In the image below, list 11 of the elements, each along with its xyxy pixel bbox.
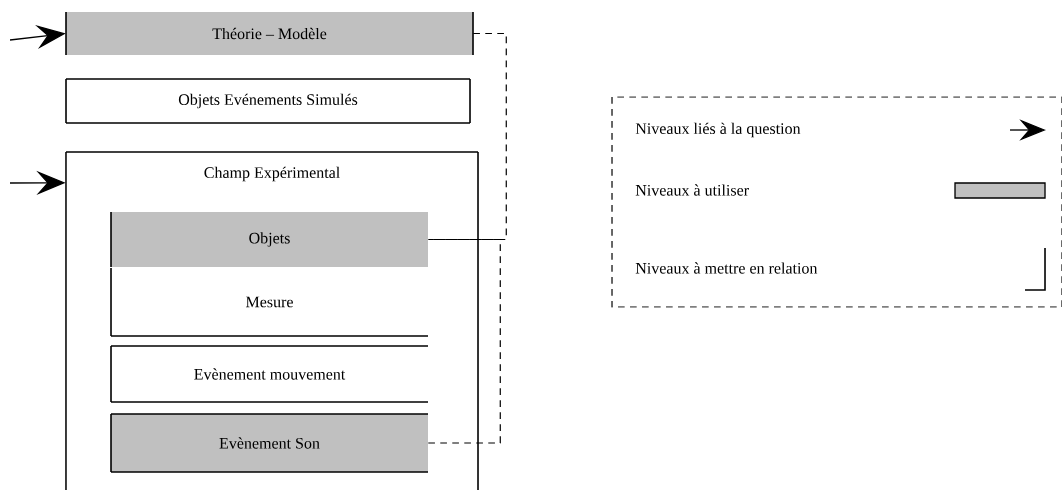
legend-text: Niveaux liés à la question <box>635 122 801 138</box>
level-box: Evènement mouvement <box>110 345 429 403</box>
legend-text: Niveaux à utiliser <box>635 184 749 196</box>
level-box: Théorie – Modèle <box>65 11 474 56</box>
level-box: Mesure <box>110 267 429 337</box>
level-box: Evènement Son <box>110 413 429 473</box>
connector-line <box>427 32 507 241</box>
legend-text: Niveaux à mettre en relation <box>635 262 818 274</box>
level-box: Objets Evénements Simulés <box>65 78 471 124</box>
level-box: Objets <box>110 211 428 268</box>
connector-line <box>427 238 501 444</box>
